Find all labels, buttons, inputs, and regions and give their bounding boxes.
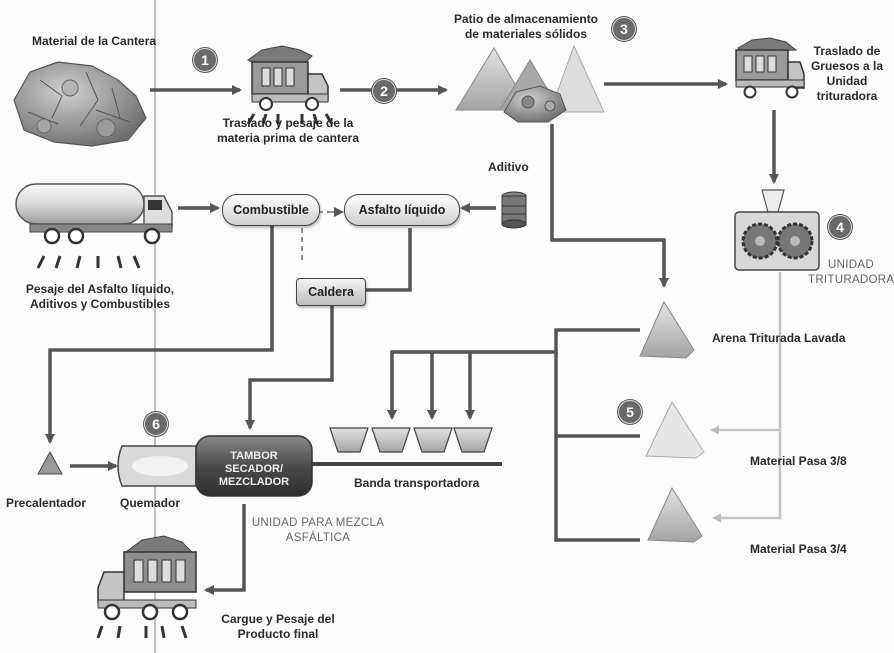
additive-barrel-icon	[501, 191, 527, 229]
final-load-label: Cargue y Pesaje del Producto final	[208, 612, 348, 642]
crusher-output-lines	[710, 272, 782, 523]
material-38-label: Material Pasa 3/8	[750, 454, 847, 468]
material-38-pile-icon	[645, 400, 705, 459]
additive-label: Aditivo	[488, 160, 529, 174]
storage-yard-label-line-2: de materiales sólidos	[464, 27, 588, 41]
material-34-pile-icon	[647, 486, 703, 543]
storage-yard-label-line-1: Patio de almacenamiento	[453, 12, 599, 26]
drum-mixer-label: TAMBOR SECADOR/ MEZCLADOR	[200, 450, 308, 489]
transfer-coarse-label-line-2: Gruesos a la	[810, 59, 884, 73]
crushing-unit-label-line-1: UNIDAD	[828, 259, 874, 271]
transfer-coarse-label-line-1: Traslado de	[813, 44, 881, 58]
step-3-badge: 3	[612, 17, 636, 41]
boiler-node: Caldera	[296, 278, 366, 306]
liquid-asphalt-node: Asfalto líquido	[344, 194, 460, 226]
transfer-coarse-label-line-4: trituradora	[816, 89, 878, 103]
mixing-unit-label-line-2: ASFÁLTICA	[285, 532, 351, 544]
tanker-truck-icon	[15, 183, 173, 269]
transport-raw-label-line-1: Traslado y pesaje de la	[222, 116, 354, 130]
burner-label: Quemador	[120, 496, 181, 510]
transfer-coarse-label: Traslado de Gruesos a la Unidad triturad…	[804, 44, 890, 104]
material-34-label: Material Pasa 3/4	[750, 542, 847, 556]
transfer-coarse-label-line-3: Unidad	[826, 74, 868, 88]
washed-sand-pile-icon	[639, 300, 695, 359]
hoppers-icon	[329, 427, 493, 453]
step-2-badge: 2	[372, 79, 396, 103]
dump-truck-icon	[246, 45, 334, 125]
step-4-badge: 4	[828, 215, 852, 239]
crushing-unit-label-line-2: TRITURADORA	[808, 274, 894, 286]
storage-yard-label: Patio de almacenamiento de materiales só…	[446, 12, 606, 42]
fuel-node: Combustible	[222, 194, 320, 226]
crusher-icon	[734, 189, 820, 271]
drum-mixer-label-line-2: MEZCLADOR	[218, 476, 290, 488]
drum-mixer-icon	[117, 435, 313, 497]
flow-arrows	[45, 79, 779, 595]
preheater-label: Precalentador	[6, 496, 87, 510]
dump-truck-icon-2	[735, 37, 805, 99]
transport-raw-label-line-2: materia prima de cantera	[216, 131, 360, 145]
crushing-unit-label: UNIDAD TRITURADORA	[808, 258, 894, 288]
washed-sand-label: Arena Triturada Lavada	[712, 331, 846, 345]
quarry-rock-icon	[13, 61, 147, 147]
step-1-badge: 1	[193, 48, 217, 72]
mixing-unit-label-line-1: UNIDAD PARA MEZCLA	[251, 517, 385, 529]
step-5-badge: 5	[618, 400, 642, 424]
mixing-unit-label: UNIDAD PARA MEZCLA ASFÁLTICA	[236, 516, 400, 546]
final-truck-icon	[96, 535, 197, 639]
final-load-label-line-1: Cargue y Pesaje del	[221, 612, 335, 626]
preheater-icon	[37, 450, 63, 475]
conveyor-label: Banda transportadora	[354, 476, 480, 490]
weighing-label-line-1: Pesaje del Asfalto líquido,	[25, 282, 175, 296]
quarry-material-label: Material de la Cantera	[32, 34, 157, 48]
weighing-label: Pesaje del Asfalto líquido, Aditivos y C…	[10, 282, 190, 312]
storage-piles-icon	[455, 44, 605, 123]
step-6-badge: 6	[144, 412, 168, 436]
transport-raw-label: Traslado y pesaje de la materia prima de…	[208, 116, 368, 146]
weighing-label-line-2: Aditivos y Combustibles	[29, 297, 171, 311]
final-load-label-line-2: Producto final	[237, 627, 319, 641]
drum-mixer-label-line-1: TAMBOR SECADOR/	[224, 450, 284, 475]
